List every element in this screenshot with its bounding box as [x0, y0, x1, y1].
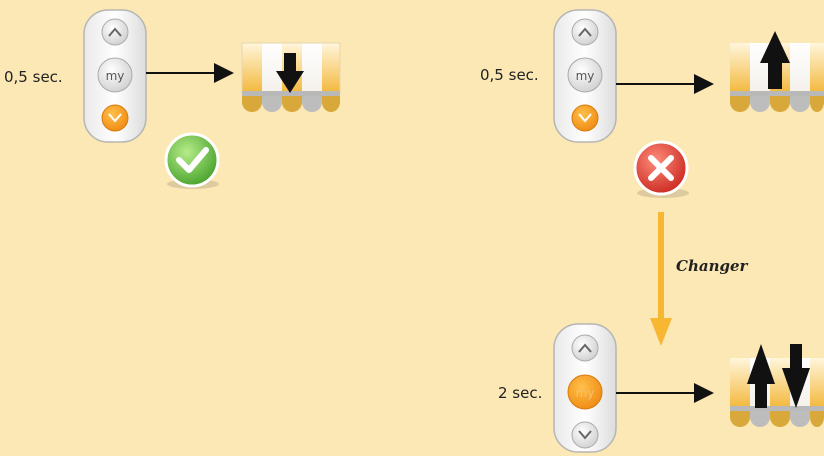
my-button-label: my — [106, 69, 125, 83]
awning-3 — [730, 344, 824, 427]
cross-circle-icon — [633, 140, 689, 198]
remote-control-2: my — [553, 9, 617, 143]
my-button[interactable]: my — [97, 57, 133, 93]
up-arrow-icon — [747, 344, 775, 408]
change-arrow — [650, 212, 672, 346]
chevron-down-icon — [578, 430, 592, 440]
up-button[interactable] — [101, 18, 129, 46]
awning-1 — [241, 42, 341, 112]
down-button-pressed[interactable] — [101, 104, 129, 132]
my-button-pressed[interactable]: my — [567, 374, 603, 410]
chevron-up-icon — [578, 343, 592, 353]
awning-2 — [730, 31, 824, 112]
chevron-down-icon — [108, 113, 122, 123]
step3-duration-label: 2 sec. — [498, 384, 543, 402]
step2-duration-label: 0,5 sec. — [480, 66, 539, 84]
my-button-label: my — [576, 69, 595, 83]
up-button[interactable] — [571, 18, 599, 46]
chevron-up-icon — [108, 27, 122, 37]
my-button-label: my — [576, 386, 595, 400]
up-arrow-icon — [760, 31, 790, 89]
remote-control-1: my — [83, 9, 147, 143]
change-label: Changer — [676, 257, 748, 275]
down-arrow-icon — [276, 53, 304, 93]
step1-duration-label: 0,5 sec. — [4, 68, 63, 86]
down-arrow-icon — [782, 344, 810, 408]
remote-control-3: my — [553, 323, 617, 453]
up-button[interactable] — [571, 334, 599, 362]
chevron-down-icon — [578, 113, 592, 123]
down-button-pressed[interactable] — [571, 104, 599, 132]
chevron-up-icon — [578, 27, 592, 37]
my-button[interactable]: my — [567, 57, 603, 93]
check-circle-icon — [164, 132, 220, 189]
down-button[interactable] — [571, 421, 599, 449]
